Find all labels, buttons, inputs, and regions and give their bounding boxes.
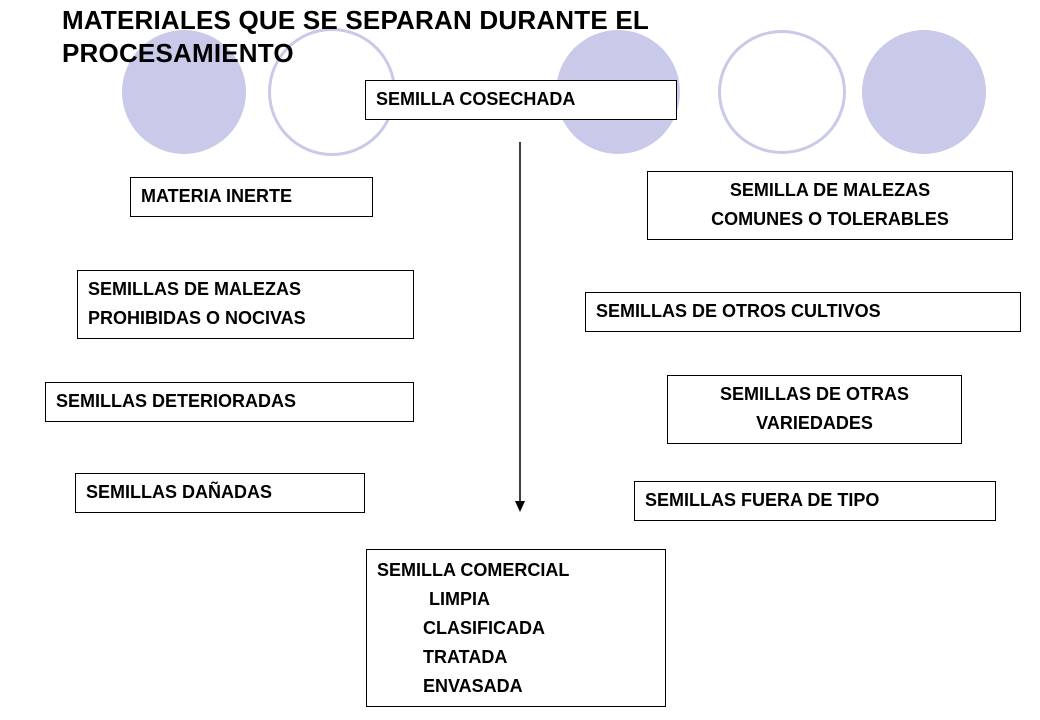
inert-matter-box: MATERIA INERTE: [130, 177, 373, 217]
damaged-seeds-label: SEMILLAS DAÑADAS: [86, 482, 273, 502]
commercial-seed-heading: SEMILLA COMERCIAL: [377, 560, 570, 580]
commercial-seed-item: TRATADA: [423, 647, 508, 667]
other-crop-seeds-label: SEMILLAS DE OTROS CULTIVOS: [596, 301, 881, 321]
common-weed-seeds-line-2: COMUNES O TOLERABLES: [711, 209, 949, 229]
deteriorated-seeds-box: SEMILLAS DETERIORADAS: [45, 382, 414, 422]
decorative-circle-filled: [122, 30, 246, 154]
other-varieties-line-2: VARIEDADES: [756, 413, 873, 433]
prohibited-weed-seeds-line-1: SEMILLAS DE MALEZAS: [88, 279, 302, 299]
decorative-circle-filled: [862, 30, 986, 154]
commercial-seed-item: LIMPIA: [429, 589, 490, 609]
commercial-seed-item: ENVASADA: [423, 676, 523, 696]
commercial-seed-box: SEMILLA COMERCIAL LIMPIA CLASIFICADA TRA…: [366, 549, 666, 707]
off-type-seeds-label: SEMILLAS FUERA DE TIPO: [645, 490, 880, 510]
prohibited-weed-seeds-line-2: PROHIBIDAS O NOCIVAS: [88, 308, 306, 328]
inert-matter-label: MATERIA INERTE: [141, 186, 292, 206]
other-crop-seeds-box: SEMILLAS DE OTROS CULTIVOS: [585, 292, 1021, 332]
flow-arrow-head: [515, 501, 525, 512]
other-varieties-line-1: SEMILLAS DE OTRAS: [719, 384, 909, 404]
common-weed-seeds-line-1: SEMILLA DE MALEZAS: [729, 180, 931, 200]
harvested-seed-box: SEMILLA COSECHADA: [365, 80, 677, 120]
deteriorated-seeds-label: SEMILLAS DETERIORADAS: [56, 391, 297, 411]
common-weed-seeds-box: SEMILLA DE MALEZAS COMUNES O TOLERABLES: [647, 171, 1013, 240]
slide-title: MATERIALES QUE SE SEPARAN DURANTE EL PRO…: [62, 4, 862, 70]
other-varieties-box: SEMILLAS DE OTRAS VARIEDADES: [667, 375, 962, 444]
decorative-circle-ring: [718, 30, 846, 154]
commercial-seed-item: CLASIFICADA: [423, 618, 545, 638]
harvested-seed-label: SEMILLA COSECHADA: [376, 89, 576, 109]
damaged-seeds-box: SEMILLAS DAÑADAS: [75, 473, 365, 513]
slide-title-line-1: MATERIALES QUE SE SEPARAN DURANTE EL: [62, 5, 649, 35]
prohibited-weed-seeds-box: SEMILLAS DE MALEZAS PROHIBIDAS O NOCIVAS: [77, 270, 414, 339]
slide-title-line-2: PROCESAMIENTO: [62, 38, 294, 68]
off-type-seeds-box: SEMILLAS FUERA DE TIPO: [634, 481, 996, 521]
